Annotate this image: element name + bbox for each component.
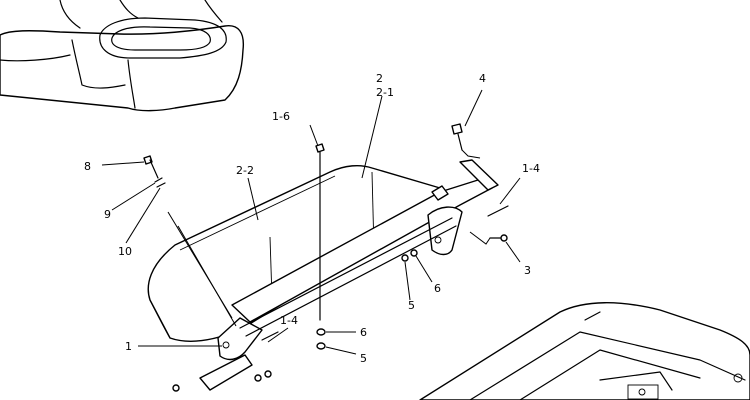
callouts: 2 2-1 4 1-6 8 2-2 1-4 9 10 3 6 5 1-4 1 6…: [84, 72, 540, 365]
callout-10: 10: [118, 245, 132, 258]
callout-1: 1: [125, 340, 132, 353]
callout-8: 8: [84, 160, 91, 173]
leader-lines: [101, 89, 521, 355]
callout-5-middle: 5: [360, 352, 367, 365]
cover-panel: [147, 164, 451, 342]
callout-3: 3: [524, 264, 531, 277]
callout-6-middle: 6: [360, 326, 367, 339]
fasteners: [143, 123, 509, 392]
callout-2-1: 2-1: [376, 86, 394, 99]
callout-2: 2: [376, 72, 383, 85]
callout-4: 4: [479, 72, 486, 85]
callout-5-right: 5: [408, 299, 415, 312]
seat-drawing: [0, 0, 245, 112]
callout-2-2: 2-2: [236, 164, 254, 177]
mounting-bracket: [199, 159, 499, 391]
callout-6-right: 6: [434, 282, 441, 295]
callout-1-4-right: 1-4: [522, 162, 540, 175]
floor-base-drawing: [419, 302, 750, 400]
callout-1-6: 1-6: [272, 110, 290, 123]
callout-1-4-left: 1-4: [280, 314, 298, 327]
callout-9: 9: [104, 208, 111, 221]
